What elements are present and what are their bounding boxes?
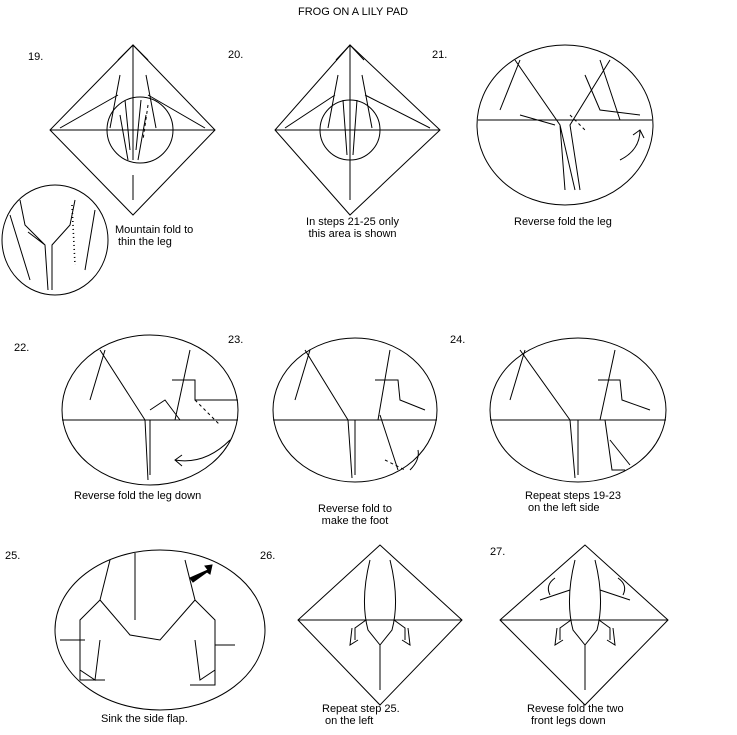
step-22-caption: Reverse fold the leg down [74,490,201,502]
area-outline [489,337,667,483]
caption-line: Reverse fold to [318,503,392,515]
caption-line: on the left side [528,502,600,514]
step-19-diagram [1,44,216,296]
detail-zoom-circle [1,184,109,296]
caption-line: Reverse fold the leg down [74,490,202,502]
area-outline [476,44,654,206]
dashed-fold-line [194,399,221,426]
caption-line: In steps 21-25 only [306,216,399,228]
caption-line: front legs down [531,715,606,727]
step-27-caption: Revese fold the two front legs down [527,703,624,727]
detail-leg-lines [9,199,96,291]
step-25-diagram [54,549,266,711]
area-outline [272,337,438,483]
crease-lines [500,559,668,690]
area-outline [54,549,266,711]
page-title: FROG ON A LILY PAD [298,6,409,18]
caption-line: Reverse fold the leg [514,216,612,228]
step-number: 21. [432,49,448,61]
step-number: 26. [260,550,276,562]
step-number: 27. [490,546,506,558]
step-number: 22. [14,342,30,354]
caption-line: Mountain fold to [115,224,194,236]
caption-line: on the left [325,715,374,727]
step-number: 24. [450,334,466,346]
diamond-outline [297,544,463,706]
step-26-caption: Repeat step 25. on the left [322,703,400,727]
step-24-caption: Repeat steps 19-23 on the left side [525,490,621,514]
fold-arrow [547,577,626,596]
step-23-diagram [272,337,438,483]
area-circle [319,99,381,161]
step-24-diagram [489,337,667,483]
step-21-caption: Reverse fold the leg [514,216,612,228]
step-20-diagram [274,44,441,216]
dashed-fold-line [142,104,149,141]
step-19-caption: Mountain fold to thin the leg [115,224,193,248]
diamond-outline [499,544,669,706]
step-21-diagram [476,44,654,206]
step-23-caption: Reverse fold to make the foot [310,503,400,527]
caption-line: Sink the side flap. [101,713,188,725]
fold-arrow [174,439,231,467]
diamond-outline [274,44,441,216]
step-number: 19. [28,51,44,63]
sink-arrow [189,564,213,583]
crease-lines [62,349,238,481]
crease-lines [298,559,462,690]
crease-lines [275,44,440,200]
detail-circle [106,96,174,164]
crease-lines [50,44,215,200]
caption-line: Repeat steps 19-23 [525,490,622,502]
crease-lines [478,59,652,191]
caption-line: this area is shown [308,228,397,240]
step-number: 23. [228,334,244,346]
step-20-caption: In steps 21-25 only this area is shown [300,216,405,240]
crease-lines [273,349,437,479]
step-number: 20. [228,49,244,61]
dashed-fold-line [384,459,406,471]
caption-line: Repeat step 25. [322,703,400,715]
caption-line: Revese fold the two [527,703,624,715]
crease-lines [490,349,666,479]
area-outline [61,334,239,486]
step-25-caption: Sink the side flap. [101,713,188,725]
step-22-diagram [61,334,239,486]
crease-lines [60,553,235,686]
step-number: 25. [5,550,21,562]
caption-line: thin the leg [118,236,172,248]
step-26-diagram [297,544,463,706]
caption-line: make the foot [321,515,389,527]
step-27-diagram [499,544,669,706]
fold-arrow [409,449,419,471]
diamond-outline [49,44,216,216]
dashed-fold-line [569,114,586,131]
fold-arrow [619,129,645,161]
